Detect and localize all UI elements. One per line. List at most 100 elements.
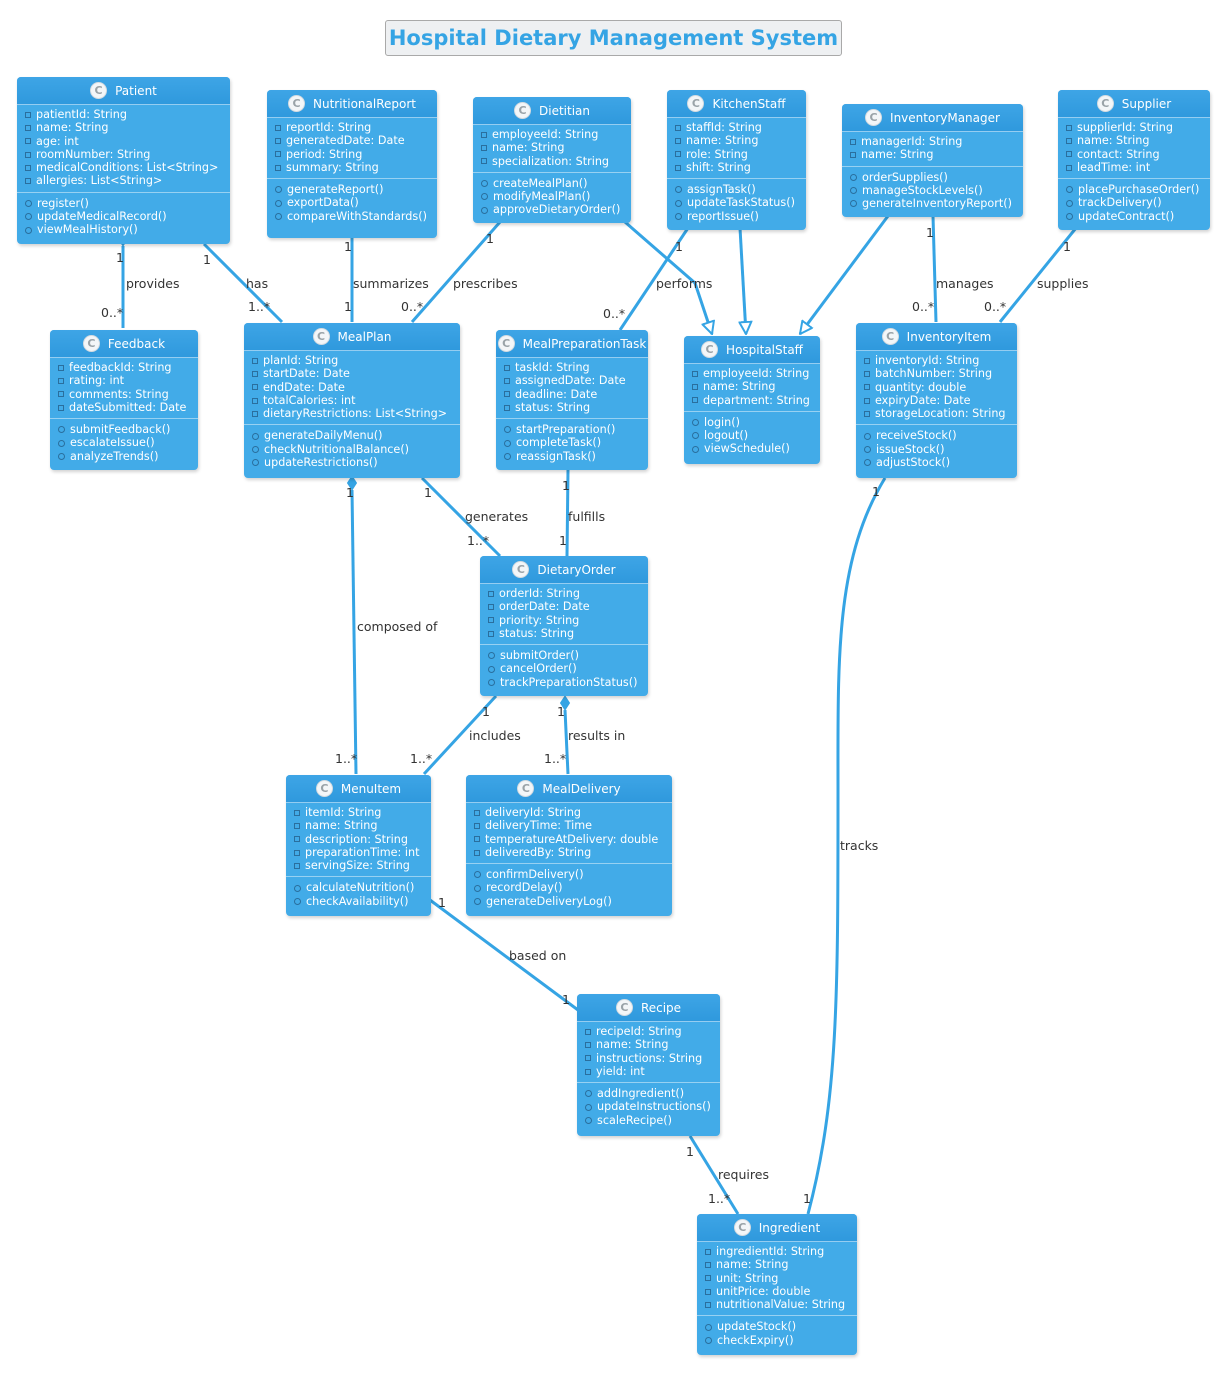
attribute: unitPrice: double (705, 1285, 851, 1298)
public-visibility-icon (294, 884, 301, 892)
private-visibility-icon (294, 822, 300, 829)
mult-composed-of-to: 1..* (335, 751, 358, 766)
attribute-text: name: String (861, 148, 934, 162)
mult-based-on-from: 1 (438, 895, 446, 910)
public-visibility-icon (275, 186, 282, 194)
method-text: reassignTask() (516, 449, 596, 463)
attribute: name: String (1066, 134, 1204, 147)
attribute: expiryDate: Date (864, 394, 1011, 407)
private-visibility-icon (294, 836, 300, 843)
mult-prescribes-from: 1 (486, 231, 494, 246)
diagram-title: Hospital Dietary Management System (385, 20, 842, 56)
attribute-text: comments: String (69, 387, 169, 401)
public-visibility-icon (850, 173, 857, 181)
public-visibility-icon (675, 212, 682, 220)
attribute: name: String (294, 819, 425, 832)
attribute-text: status: String (515, 400, 591, 414)
method: startPreparation() (504, 423, 642, 436)
class-stereotype-icon: C (497, 335, 515, 352)
method: modifyMealPlan() (481, 190, 625, 203)
method: checkAvailability() (294, 895, 425, 908)
method: updateRestrictions() (252, 456, 454, 469)
class-stereotype-icon: C (287, 95, 305, 112)
method: placePurchaseOrder() (1066, 183, 1204, 196)
public-visibility-icon (25, 213, 32, 221)
public-visibility-icon (252, 459, 259, 467)
attribute: role: String (675, 148, 800, 161)
mult-supplies-from: 1 (1063, 239, 1071, 254)
public-visibility-icon (675, 186, 682, 194)
class-name: Patient (115, 83, 157, 98)
mult-fulfills-from: 1 (562, 478, 570, 493)
attribute-text: batchNumber: String (875, 367, 993, 381)
attribute: period: String (275, 148, 431, 161)
method: reassignTask() (504, 450, 642, 463)
edge-performs (618, 227, 690, 331)
method-text: receiveStock() (876, 429, 957, 443)
attribute: deliveryId: String (474, 806, 666, 819)
attribute: feedbackId: String (58, 361, 192, 374)
method-text: trackDelivery() (1078, 196, 1162, 210)
public-visibility-icon (275, 212, 282, 220)
label-provides: provides (126, 276, 180, 291)
attribute: reportId: String (275, 121, 431, 134)
class-name: InventoryItem (906, 329, 992, 344)
attribute-text: deliveryTime: Time (485, 819, 593, 833)
attribute-text: recipeId: String (596, 1025, 682, 1038)
attribute: temperatureAtDelivery: double (474, 833, 666, 846)
public-visibility-icon (864, 432, 871, 440)
attribute: batchNumber: String (864, 367, 1011, 380)
public-visibility-icon (488, 678, 495, 686)
attribute: managerId: String (850, 135, 1017, 148)
private-visibility-icon (275, 124, 281, 131)
public-visibility-icon (850, 200, 857, 208)
method-text: checkNutritionalBalance() (264, 442, 410, 456)
method-text: manageStockLevels() (862, 183, 983, 197)
method: assignTask() (675, 183, 800, 196)
mult-provides-to: 0..* (101, 305, 124, 320)
attribute-text: dateSubmitted: Date (69, 400, 187, 414)
private-visibility-icon (58, 377, 64, 384)
attribute: supplierId: String (1066, 121, 1204, 134)
class-stereotype-icon: C (615, 999, 633, 1016)
method: viewSchedule() (692, 442, 814, 455)
public-visibility-icon (474, 884, 481, 892)
private-visibility-icon (705, 1301, 711, 1308)
private-visibility-icon (481, 158, 487, 165)
private-visibility-icon (58, 404, 64, 411)
attribute-text: itemId: String (305, 806, 382, 819)
public-visibility-icon (585, 1103, 592, 1111)
public-visibility-icon (705, 1336, 712, 1344)
attribute: priority: String (488, 614, 642, 627)
public-visibility-icon (850, 187, 857, 195)
attribute-text: leadTime: int (1077, 160, 1151, 174)
method: issueStock() (864, 443, 1011, 456)
method-list: register()updateMedicalRecord()viewMealH… (17, 191, 230, 241)
method-list: startPreparation()completeTask()reassign… (496, 418, 648, 467)
method-text: checkExpiry() (717, 1333, 794, 1347)
attribute: orderDate: Date (488, 600, 642, 613)
method-text: updateRestrictions() (264, 456, 378, 470)
attribute: deliveredBy: String (474, 846, 666, 859)
mult-performs-to: 0..* (603, 306, 626, 321)
method: checkNutritionalBalance() (252, 443, 454, 456)
method: calculateNutrition() (294, 881, 425, 894)
method-text: submitOrder() (500, 649, 579, 663)
